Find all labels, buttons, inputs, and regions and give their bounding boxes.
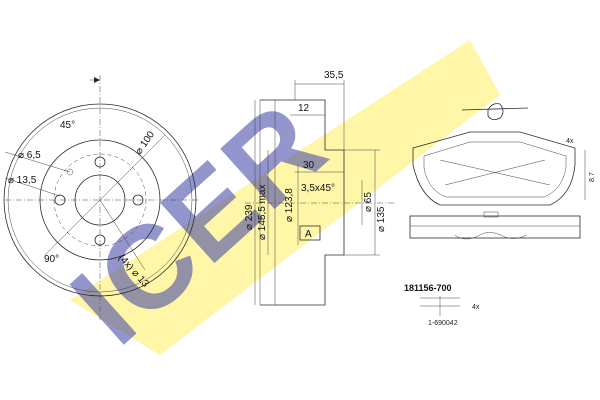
pad-outline (412, 131, 576, 206)
pad-side-tab (483, 211, 499, 218)
locating-hole (66, 168, 74, 176)
part-number-label: 181156-700 (404, 283, 452, 293)
pad-friction-area (423, 141, 567, 198)
pad-hatch-2 (444, 159, 546, 186)
section-outline (260, 99, 345, 306)
disc-bolt-circle (53, 153, 147, 247)
accessory-symbol (420, 296, 460, 316)
hole-leader-13-5 (4, 177, 61, 197)
disc-inner-ring (7, 107, 193, 293)
dia-6-5-label: ⌀ 6,5 (18, 150, 41, 161)
disc-front-view (3, 75, 200, 320)
pad-count-label: 4x (566, 138, 574, 145)
pad-spring-clip (454, 232, 528, 240)
angle-leader-90 (44, 199, 101, 256)
angle-leader-45 (99, 134, 166, 201)
accessory-count-label: 4x (472, 304, 480, 311)
dia-100-label: ⌀ 100 (133, 129, 157, 157)
dia-65-label: ⌀ 65 (363, 192, 374, 212)
thread-leader (99, 199, 146, 271)
marker-a-label: A (305, 229, 312, 240)
bolt-hole-bottom (94, 234, 106, 246)
top-arrow-head (94, 77, 100, 83)
pad-thickness-label: 8.7 (589, 172, 596, 182)
disc-center-bore (74, 174, 126, 226)
dim-12-label: 12 (298, 103, 310, 114)
bolt-hole-right (132, 194, 144, 206)
chamfer-label: 3,5x45° (301, 183, 335, 194)
pad-wear-sensor-clip (461, 103, 529, 120)
bolt-hole-top (94, 156, 106, 168)
brake-pad-front-view (409, 103, 586, 240)
dia-135-label: ⌀ 135 (376, 206, 387, 232)
dim-30-label: 30 (303, 160, 315, 171)
disc-hub-circle (39, 139, 161, 261)
angle-90-label: 90° (44, 254, 59, 265)
accessory-number-label: 1-690042 (428, 320, 458, 327)
dia-145-5-label: ⌀ 145,5 max (257, 185, 268, 241)
dia-239-label: ⌀ 239 (244, 204, 255, 230)
dia-123-8-label: ⌀ 123,8 (284, 188, 295, 222)
hole-leader-6-5 (4, 151, 71, 173)
dia-13-5-label: ⌀ 13,5 (8, 175, 37, 186)
marker-box (299, 225, 321, 241)
disc-outer-circle (3, 103, 197, 297)
disc-cross-section (245, 80, 395, 306)
pad-side-view (409, 215, 581, 239)
bolt-hole-left (54, 194, 66, 206)
dim-35-5-label: 35,5 (324, 70, 344, 81)
logo-band (70, 40, 500, 355)
angle-45-label: 45° (60, 120, 75, 131)
